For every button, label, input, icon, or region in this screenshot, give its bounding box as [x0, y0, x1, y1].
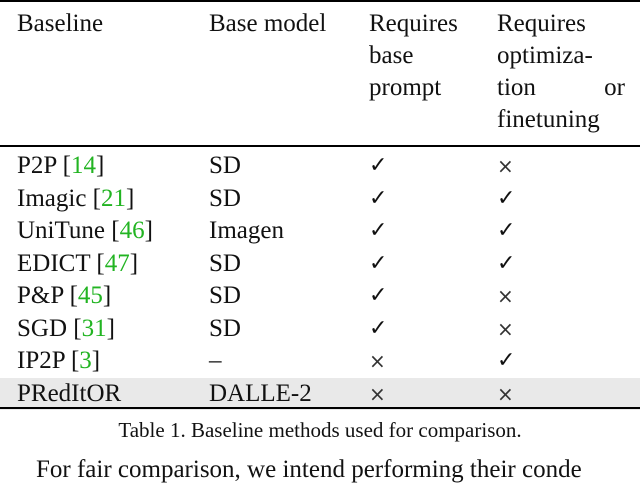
- table-header: Baseline Base model Requires base prompt…: [0, 8, 640, 138]
- cross-mark-icon: ×: [369, 381, 386, 406]
- header-baseline: Baseline: [17, 10, 104, 37]
- header-requires-base-prompt: Requires base prompt: [369, 8, 484, 104]
- table-header-rule: [0, 145, 640, 147]
- citation-link[interactable]: 14: [70, 152, 96, 179]
- method-name: P2P: [17, 152, 57, 179]
- method-name: SGD: [17, 314, 68, 342]
- citation-link[interactable]: 45: [77, 282, 103, 309]
- cross-mark-icon: ×: [369, 349, 386, 373]
- method-name: IP2P: [17, 347, 65, 374]
- table-row: UniTune [46] Imagen ✓ ✓: [0, 215, 640, 248]
- header-opt-line-3: tion or: [497, 72, 625, 104]
- baseline-name: P2P [14]: [17, 152, 105, 179]
- base-model: SD: [209, 282, 241, 309]
- cross-mark-icon: ×: [497, 284, 514, 308]
- base-model: SD: [209, 152, 241, 179]
- baseline-name: PRedItOR: [17, 378, 121, 411]
- check-mark-icon: ✓: [497, 348, 516, 373]
- table-row: P&P [45] SD ✓ ×: [0, 280, 640, 313]
- base-model: –: [209, 347, 222, 374]
- citation-link[interactable]: 21: [101, 184, 126, 212]
- header-prompt-line-2: base: [369, 42, 414, 69]
- table-caption: Table 1. Baseline methods used for compa…: [118, 418, 522, 442]
- baseline-name: IP2P [3]: [17, 347, 101, 374]
- header-prompt-line-1: Requires: [369, 10, 458, 37]
- table-row: IP2P [3] – × ✓: [0, 345, 640, 378]
- check-mark-icon: ✓: [369, 250, 388, 276]
- check-mark-icon: ✓: [497, 218, 516, 243]
- baseline-name: P&P [45]: [17, 282, 112, 309]
- check-mark-icon: ✓: [369, 315, 388, 341]
- method-name: PRedItOR: [17, 379, 122, 407]
- baseline-name: Imagic [21]: [17, 184, 135, 212]
- base-model: SD: [209, 184, 241, 212]
- citation-link[interactable]: 31: [81, 314, 107, 342]
- method-name: P&P: [17, 282, 64, 309]
- header-opt-line-1: Requires: [497, 10, 586, 37]
- header-opt-line-2: optimiza-: [497, 42, 593, 69]
- table-body: P2P [14]SD✓×Imagic [21]SD✓✓UniTune [46]I…: [0, 150, 640, 410]
- check-mark-icon: ✓: [369, 185, 388, 211]
- check-mark-icon: ✓: [497, 250, 516, 276]
- table-row: EDICT [47] SD ✓ ✓: [0, 248, 640, 281]
- table-row: Imagic [21] SD ✓ ✓: [0, 183, 640, 216]
- check-mark-icon: ✓: [369, 153, 388, 178]
- citation-link[interactable]: 3: [79, 347, 92, 374]
- baseline-name: SGD [31]: [17, 314, 115, 342]
- base-model: SD: [209, 249, 241, 277]
- check-mark-icon: ✓: [369, 283, 388, 308]
- header-base-model: Base model: [209, 10, 327, 37]
- baseline-name: UniTune [46]: [17, 217, 153, 244]
- method-name: EDICT: [17, 249, 91, 277]
- base-model: SD: [209, 314, 241, 342]
- cross-mark-icon: ×: [497, 381, 514, 406]
- method-name: Imagic: [17, 184, 87, 212]
- header-opt-word-tion: tion: [497, 74, 536, 101]
- table-bottom-rule: [0, 407, 640, 409]
- citation-link[interactable]: 46: [119, 217, 145, 244]
- check-mark-icon: ✓: [497, 185, 516, 211]
- header-opt-word-or: or: [604, 74, 625, 101]
- header-opt-line-4: finetuning: [497, 106, 600, 133]
- table-row: PRedItOR DALLE-2 × ×: [0, 377, 640, 411]
- method-name: UniTune: [17, 217, 105, 244]
- table-row: P2P [14] SD ✓ ×: [0, 150, 640, 183]
- baseline-name: EDICT [47]: [17, 249, 139, 277]
- base-model: Imagen: [209, 217, 284, 244]
- header-requires-optimization: Requires optimiza- tion or finetuning: [497, 8, 625, 136]
- header-prompt-line-3: prompt: [369, 74, 442, 101]
- table-row: SGD [31] SD ✓ ×: [0, 313, 640, 346]
- cross-mark-icon: ×: [497, 154, 514, 178]
- cross-mark-icon: ×: [497, 316, 514, 341]
- citation-link[interactable]: 47: [104, 249, 130, 277]
- check-mark-icon: ✓: [369, 218, 388, 243]
- table-top-rule: [0, 0, 640, 2]
- body-text-fragment: For fair comparison, we intend performin…: [36, 456, 582, 483]
- base-model: DALLE-2: [209, 379, 312, 407]
